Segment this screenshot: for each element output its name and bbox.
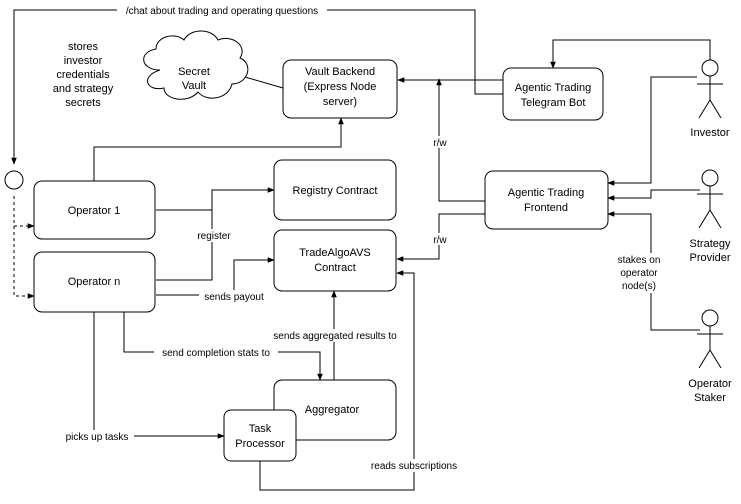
edge-operatorn-taskprocessor	[93, 312, 225, 439]
svg-text:and strategy: and strategy	[53, 83, 114, 95]
label-picks-up: picks up tasks	[66, 432, 129, 443]
svg-text:credentials: credentials	[56, 69, 110, 81]
edge-operatorn-tradealgo	[156, 257, 275, 296]
edge-labels: /chat about trading and operating questi…	[60, 3, 660, 472]
operator-staker-actor: Operator Staker	[688, 309, 732, 404]
svg-text:Registry Contract: Registry Contract	[293, 185, 378, 197]
label-register: register	[197, 231, 231, 242]
vault-note: stores investor credentials and strategy…	[53, 41, 114, 109]
edge-investor-telegram	[550, 39, 711, 69]
svg-text:Task: Task	[249, 423, 272, 435]
entry-circle	[4, 170, 24, 190]
svg-text:Telegram Bot: Telegram Bot	[521, 97, 586, 109]
secret-vault: Secret Vault	[143, 30, 249, 100]
svg-text:Investor: Investor	[690, 127, 729, 139]
edge-investor-frontend	[607, 76, 697, 186]
label-chat: /chat about trading and operating questi…	[126, 6, 318, 17]
investor-actor: Investor	[690, 59, 730, 139]
svg-text:stores: stores	[68, 41, 98, 53]
svg-text:Contract: Contract	[314, 262, 356, 274]
label-stakes: stakes on operator node(s)	[618, 255, 661, 292]
svg-text:Secret: Secret	[178, 66, 210, 78]
edge-operatorn-registry	[156, 210, 213, 281]
stick-figure-icon	[697, 169, 723, 229]
registry-contract-node: Registry Contract	[273, 159, 397, 221]
frontend-node: Agentic Trading Frontend	[484, 170, 609, 230]
tradealgo-contract-node: TradeAlgoAVS Contract	[273, 229, 397, 292]
operatorn-node: Operator n	[33, 251, 156, 313]
svg-text:Provider: Provider	[690, 252, 731, 264]
edge-operator1-vault	[93, 117, 344, 181]
telegram-bot-node: Agentic Trading Telegram Bot	[502, 67, 604, 121]
stick-figure-icon	[697, 309, 723, 369]
svg-text:Processor: Processor	[235, 438, 285, 450]
svg-text:Strategy: Strategy	[690, 238, 731, 250]
svg-text:Agentic Trading: Agentic Trading	[515, 82, 591, 94]
svg-text:Operator: Operator	[688, 378, 732, 390]
edge-taskprocessor-tradealgo	[259, 270, 415, 491]
edge-circle-operatorn	[13, 226, 35, 299]
edge-circle-operator1	[13, 196, 35, 229]
label-sends-aggregated: sends aggregated results to	[273, 331, 397, 342]
stick-figure-icon	[697, 59, 723, 119]
label-sends-payout: sends payout	[204, 292, 264, 303]
edge-operator1-registry	[156, 187, 275, 211]
label-send-completion: send completion stats to	[162, 348, 270, 359]
vault-backend-node: Vault Backend (Express Node server)	[282, 59, 398, 119]
svg-text:(Express Node: (Express Node	[304, 81, 377, 93]
svg-text:node(s): node(s)	[622, 281, 656, 292]
cloud-shape	[143, 30, 249, 100]
svg-text:Operator n: Operator n	[68, 276, 121, 288]
svg-text:secrets: secrets	[65, 97, 101, 109]
svg-text:Vault Backend: Vault Backend	[305, 66, 375, 78]
strategy-provider-actor: Strategy Provider	[690, 169, 731, 264]
svg-text:Vault: Vault	[182, 80, 206, 92]
edges	[11, 9, 711, 491]
svg-text:Staker: Staker	[694, 392, 726, 404]
svg-text:Aggregator: Aggregator	[305, 404, 360, 416]
task-processor-node: Task Processor	[223, 409, 297, 462]
svg-text:TradeAlgoAVS: TradeAlgoAVS	[299, 247, 371, 259]
svg-text:stakes on: stakes on	[618, 255, 661, 266]
edge-chat	[11, 9, 503, 165]
label-reads-subscriptions: reads subscriptions	[371, 461, 457, 472]
label-rw-contract: r/w	[433, 235, 447, 246]
label-rw-vault: r/w	[433, 138, 447, 149]
edge-strategy-frontend	[607, 189, 700, 201]
svg-text:server): server)	[323, 96, 357, 108]
svg-text:Agentic Trading: Agentic Trading	[508, 187, 584, 199]
svg-text:Operator 1: Operator 1	[68, 205, 121, 217]
svg-text:investor: investor	[64, 55, 103, 67]
svg-text:operator: operator	[620, 268, 658, 279]
edge-frontend-vault	[436, 78, 485, 202]
svg-text:Frontend: Frontend	[524, 202, 568, 214]
operator1-node: Operator 1	[33, 180, 156, 240]
